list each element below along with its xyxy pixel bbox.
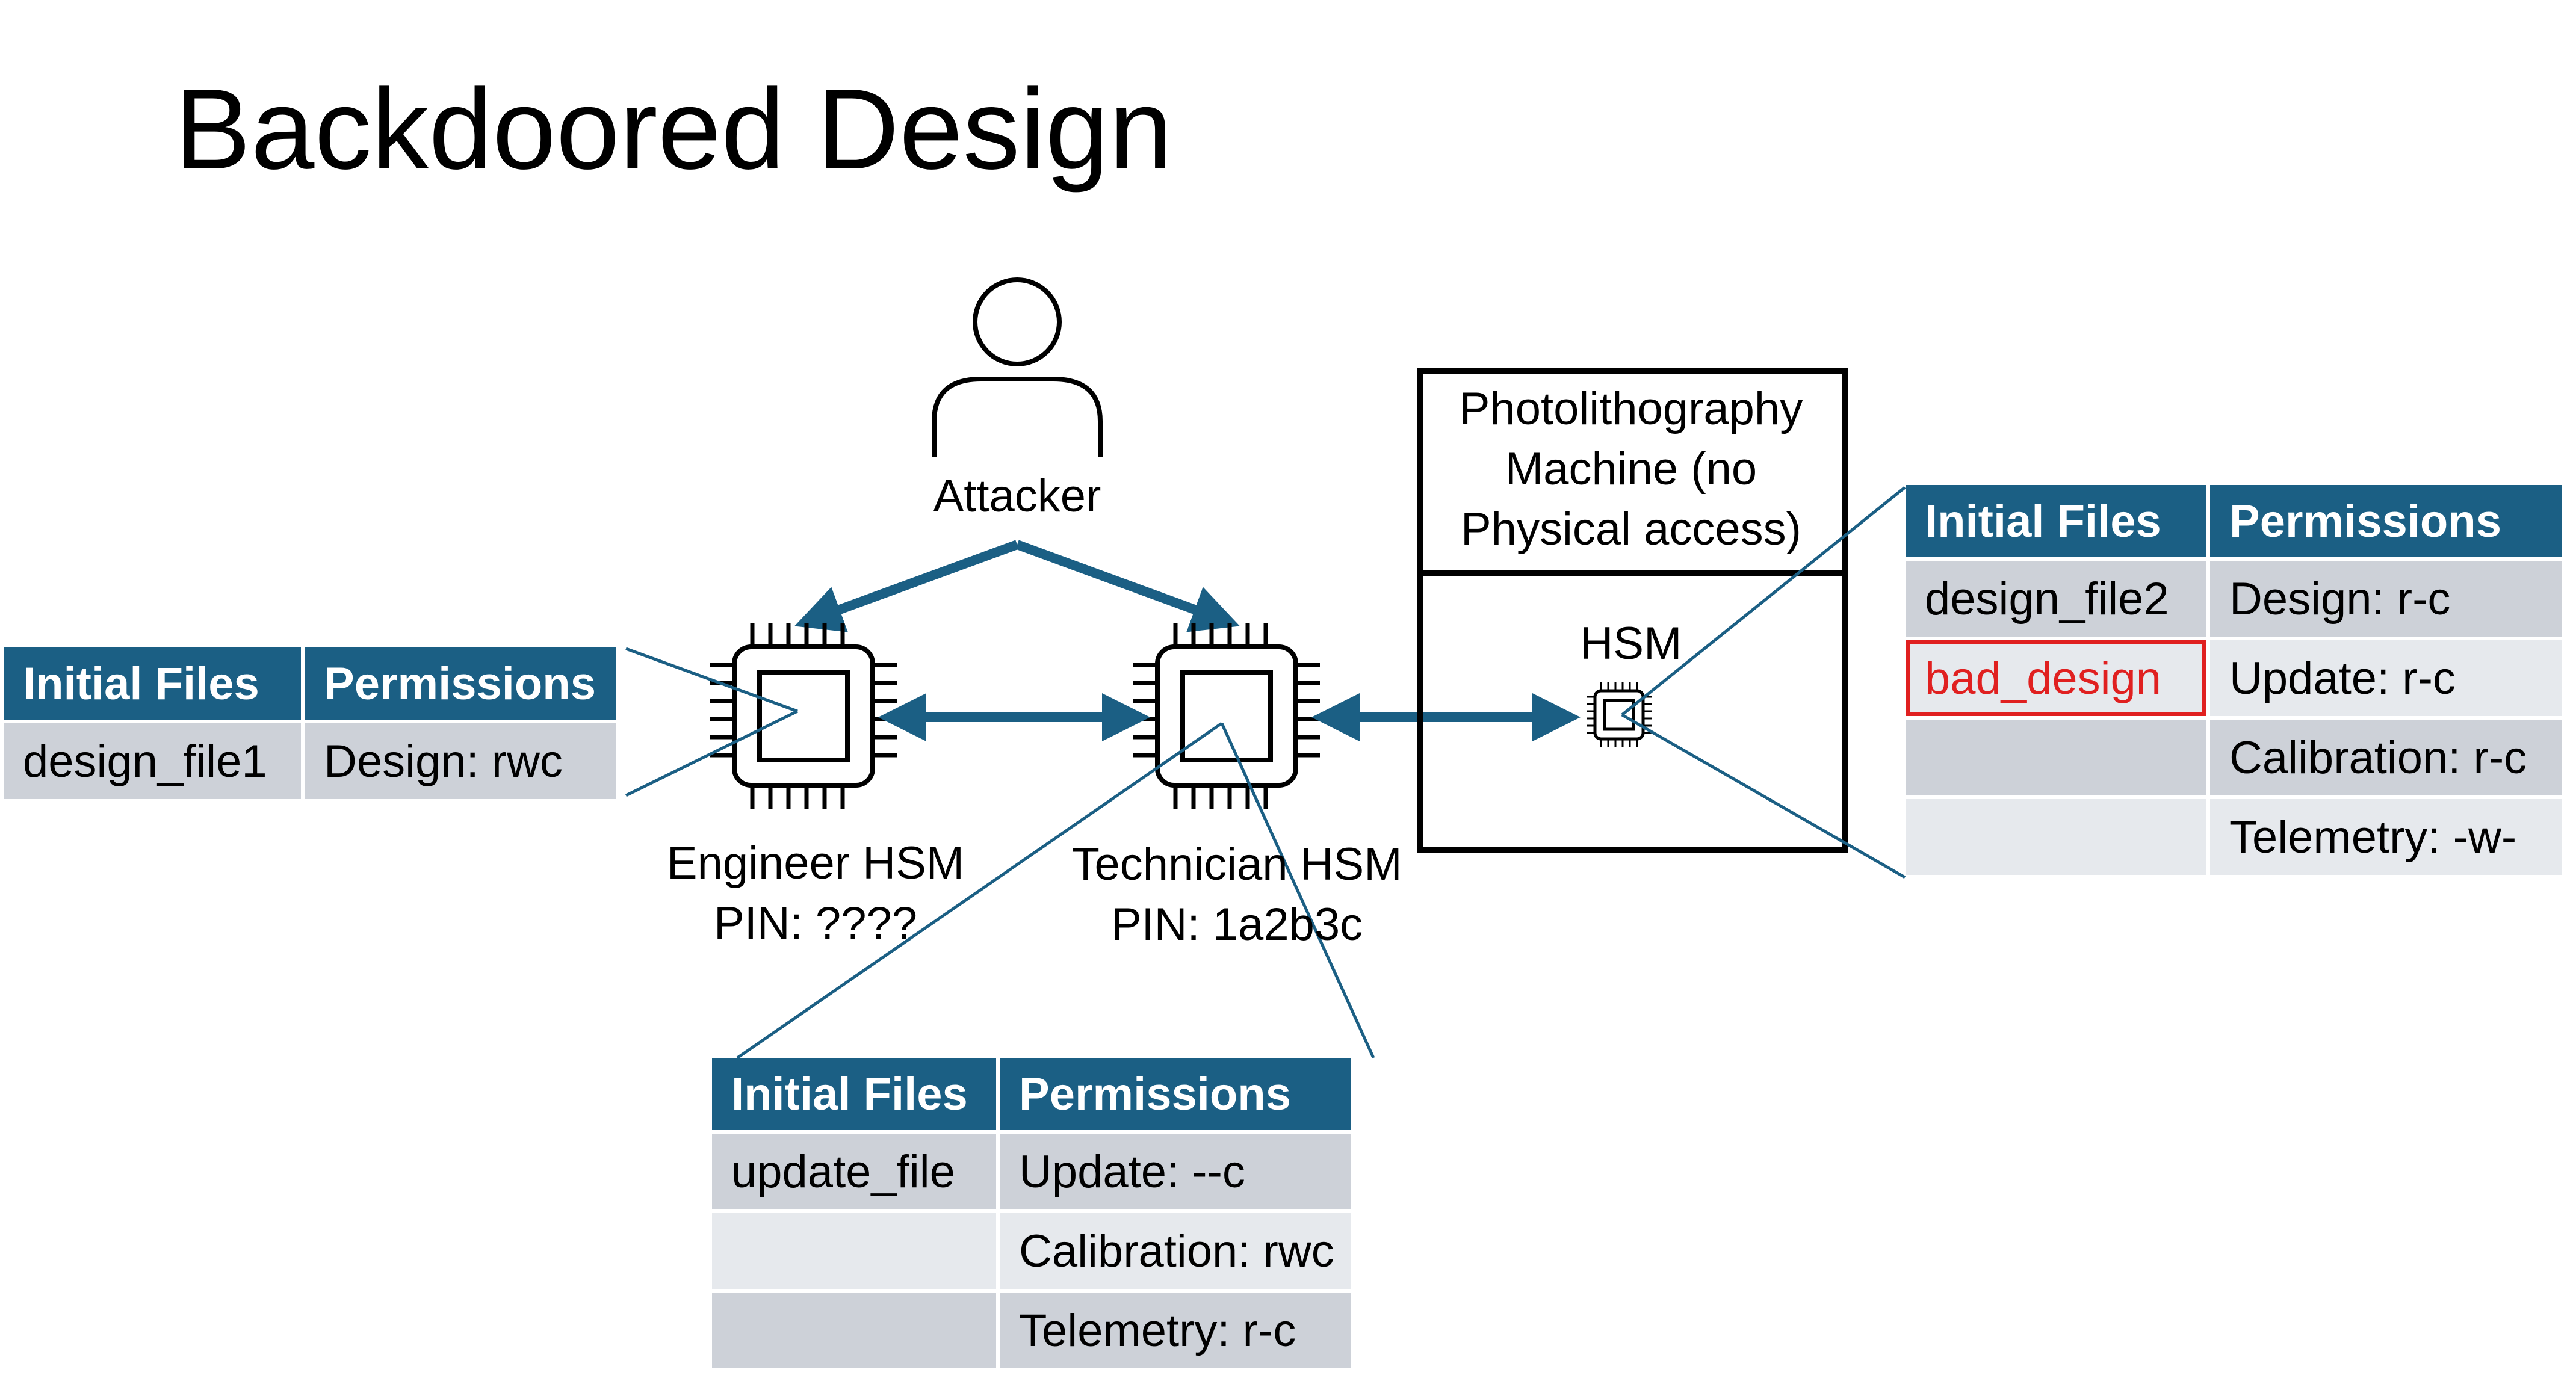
machine-files-table: Initial Files Permissions design_file2 D… (1902, 481, 2565, 879)
page-title: Backdoored Design (175, 66, 1173, 193)
machine-label: Photolithography Machine (no Physical ac… (1420, 379, 1842, 560)
technician-callout-left (736, 721, 1223, 1060)
machine-label-line: Photolithography (1459, 383, 1803, 434)
technician-hsm-label: Technician HSM PIN: 1a2b3c (1050, 835, 1423, 955)
bad-design-file-cell: bad_design (1906, 640, 2206, 716)
permission-cell: Design: rwc (305, 723, 616, 799)
permission-cell: Design: r-c (2210, 561, 2562, 637)
engineer-hsm-name: Engineer HSM (666, 838, 965, 889)
technician-hsm-pin: PIN: 1a2b3c (1110, 899, 1363, 950)
permission-cell: Telemetry: -w- (2210, 799, 2562, 875)
table-row: Telemetry: r-c (712, 1293, 1351, 1368)
table-row: Telemetry: -w- (1906, 799, 2562, 875)
engineer-callout-top (625, 647, 798, 713)
table-header-cell: Permissions (2210, 485, 2562, 557)
attacker-to-technician-arrow (1015, 540, 1240, 632)
file-cell (712, 1293, 996, 1368)
table-header-row: Initial Files Permissions (4, 647, 616, 720)
technician-hsm-name: Technician HSM (1071, 839, 1402, 890)
machine-hsm-label: HSM (1580, 618, 1682, 669)
file-cell (712, 1213, 996, 1289)
permission-cell: Telemetry: r-c (1000, 1293, 1351, 1368)
machine-callout-top (1621, 486, 1906, 716)
permission-cell: Calibration: r-c (2210, 720, 2562, 795)
permission-cell: Update: r-c (2210, 640, 2562, 716)
table-header-cell: Permissions (1000, 1058, 1351, 1130)
machine-label-line: Physical access) (1461, 504, 1801, 555)
table-header-row: Initial Files Permissions (712, 1058, 1351, 1130)
table-header-cell: Initial Files (712, 1058, 996, 1130)
permission-cell: Calibration: rwc (1000, 1213, 1351, 1289)
engineer-files-table: Initial Files Permissions design_file1 D… (0, 644, 619, 803)
engineer-hsm-label: Engineer HSM PIN: ???? (635, 833, 996, 954)
attacker-to-engineer-arrow (794, 540, 1019, 632)
engineer-chip-icon (710, 623, 897, 809)
table-row: design_file1 Design: rwc (4, 723, 616, 799)
machine-callout-bottom (1621, 713, 1906, 879)
table-row: bad_design Update: r-c (1906, 640, 2562, 716)
file-cell (1906, 720, 2206, 795)
file-cell: update_file (712, 1134, 996, 1209)
technician-files-table: Initial Files Permissions update_file Up… (708, 1054, 1355, 1372)
machine-hsm-chip-icon (1587, 682, 1652, 747)
attacker-icon (932, 277, 1103, 457)
permission-cell: Update: --c (1000, 1134, 1351, 1209)
engineer-callout-bottom (625, 709, 799, 797)
table-header-cell: Initial Files (4, 647, 301, 720)
table-row: update_file Update: --c (712, 1134, 1351, 1209)
technician-chip-icon (1133, 623, 1320, 809)
table-header-cell: Permissions (305, 647, 616, 720)
file-cell: design_file2 (1906, 561, 2206, 637)
technician-callout-right (1220, 722, 1375, 1059)
file-cell (1906, 799, 2206, 875)
table-row: Calibration: rwc (712, 1213, 1351, 1289)
callout-lines (625, 486, 1906, 1060)
engineer-hsm-pin: PIN: ???? (714, 898, 917, 949)
file-cell: design_file1 (4, 723, 301, 799)
table-header-row: Initial Files Permissions (1906, 485, 2562, 557)
table-header-cell: Initial Files (1906, 485, 2206, 557)
attacker-arrows (794, 540, 1240, 632)
attacker-label: Attacker (933, 471, 1101, 522)
table-row: design_file2 Design: r-c (1906, 561, 2562, 637)
machine-box (1417, 368, 1848, 853)
machine-label-line: Machine (no (1505, 443, 1757, 495)
table-row: Calibration: r-c (1906, 720, 2562, 795)
